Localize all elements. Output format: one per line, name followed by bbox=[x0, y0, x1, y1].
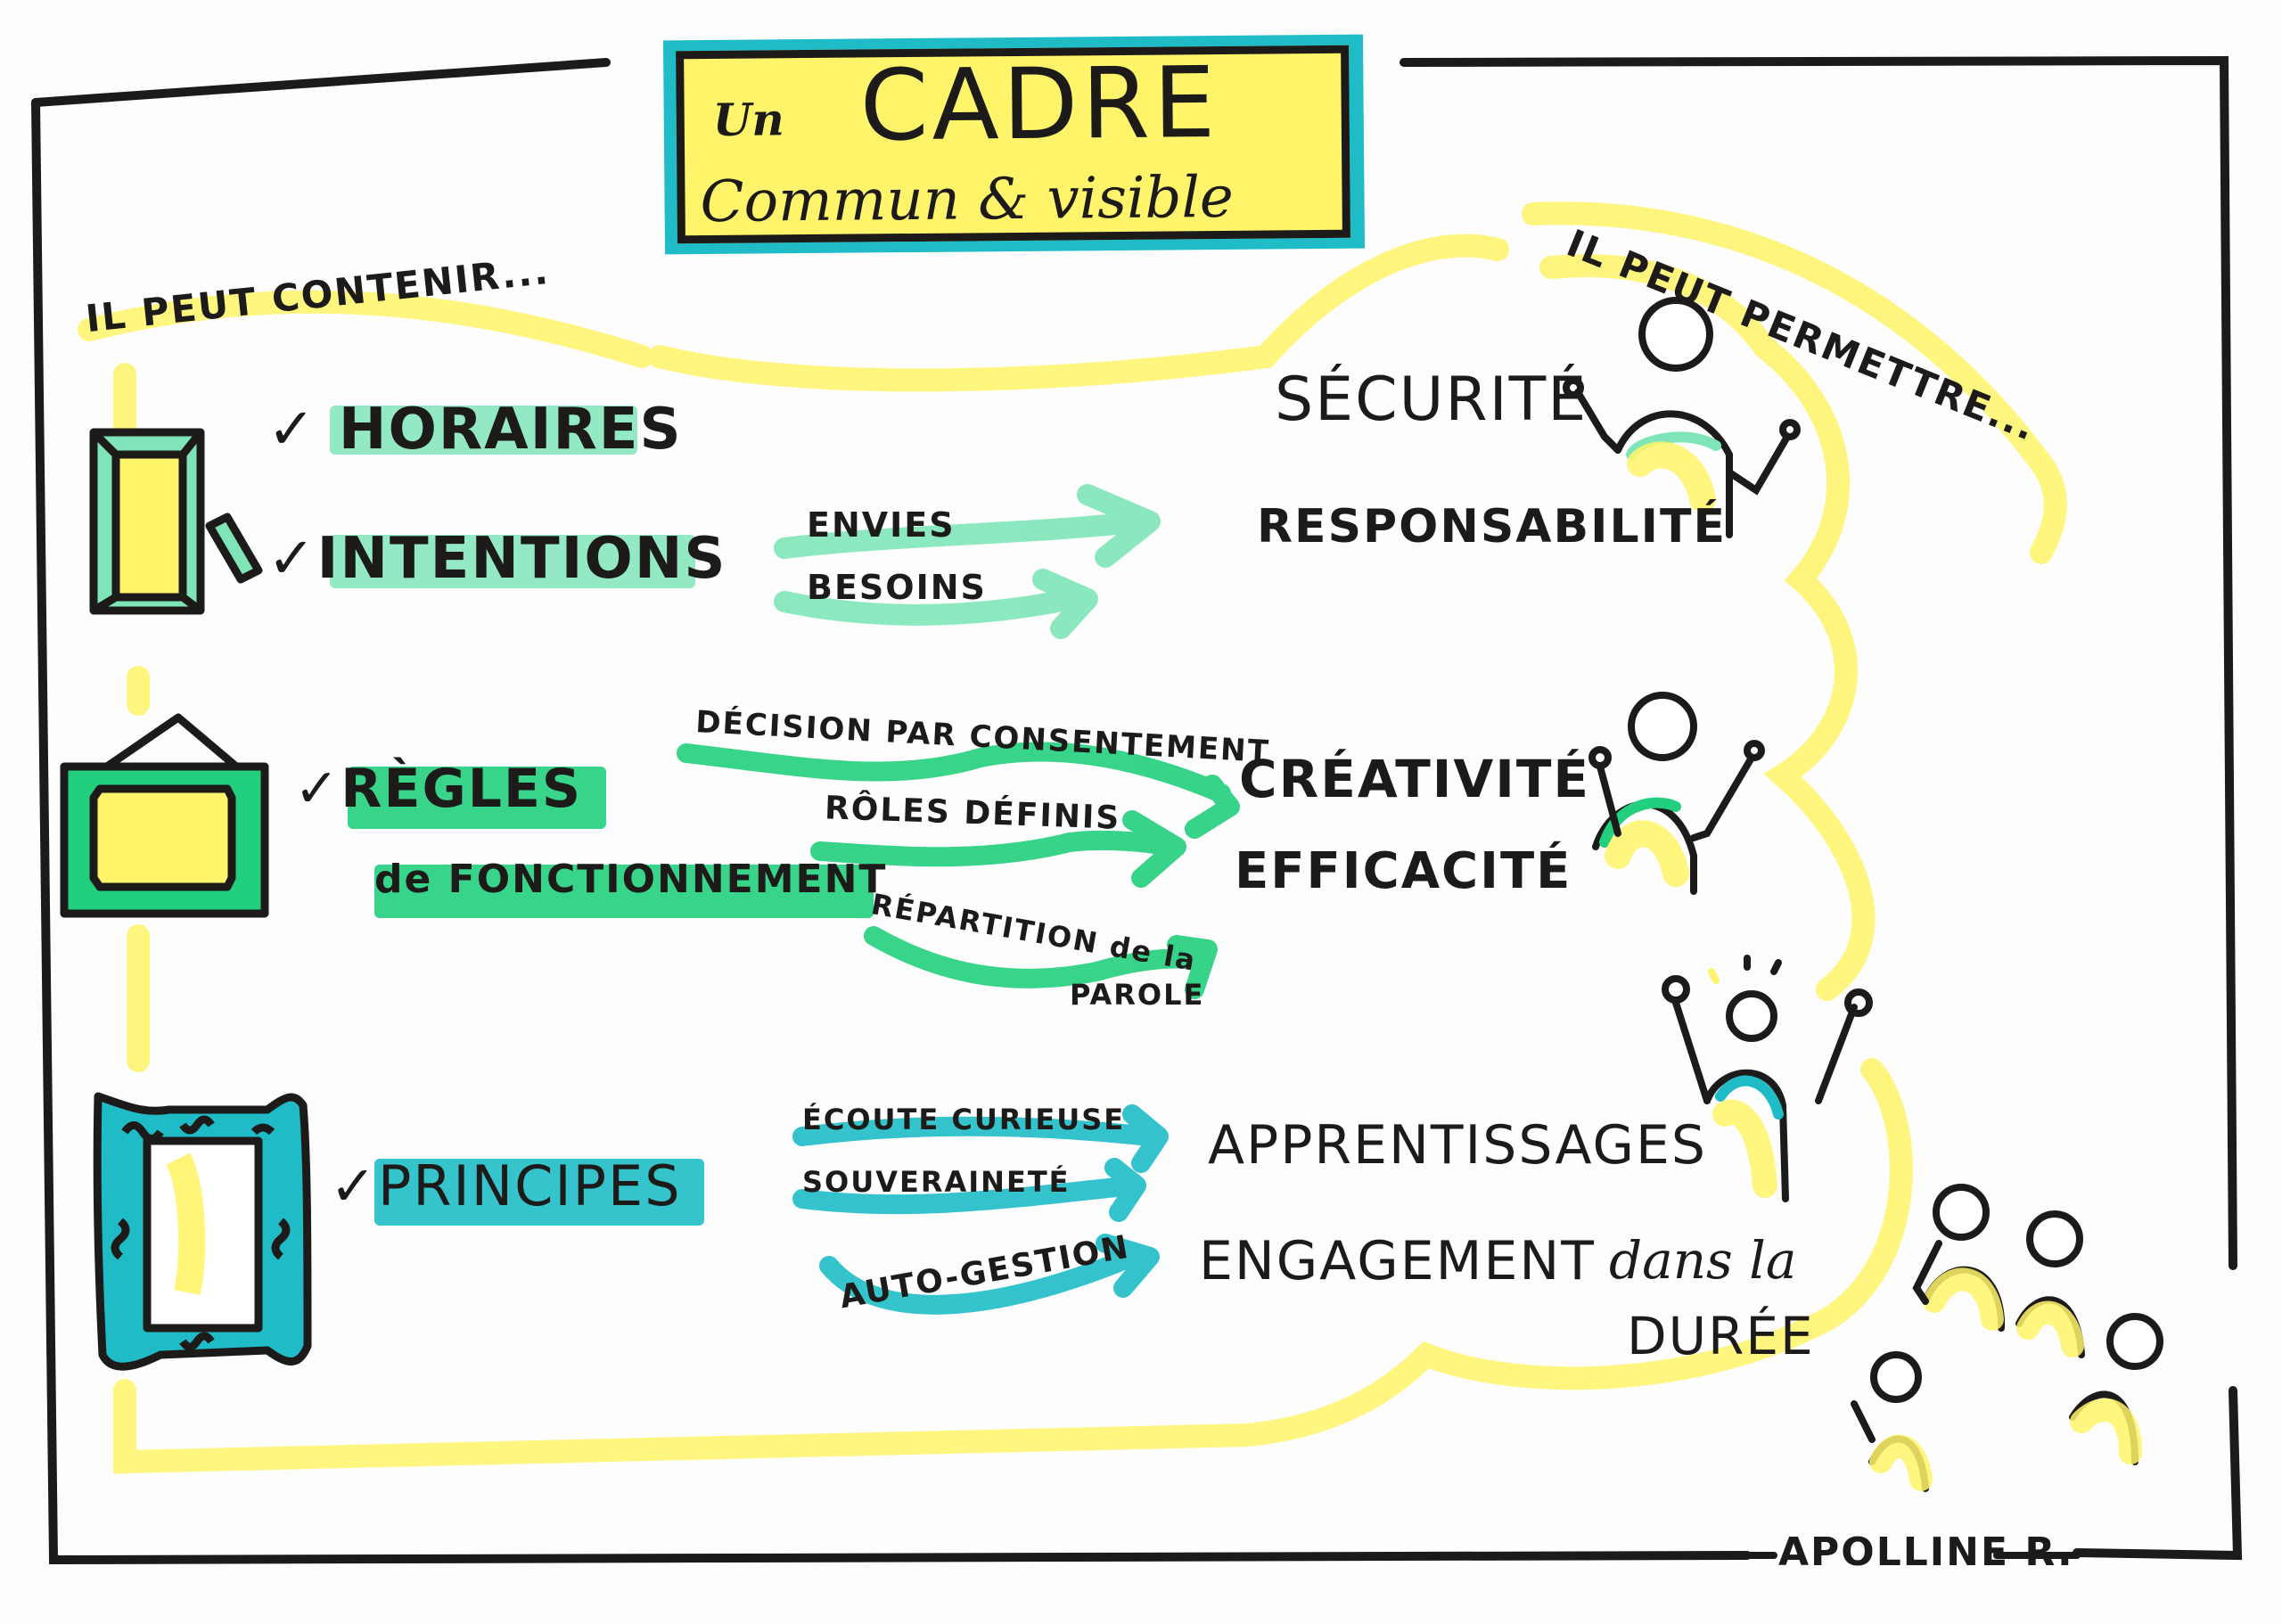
outcome-apprentissages: APPRENTISSAGES bbox=[1208, 1114, 1708, 1177]
detail-ecoute: ÉCOUTE CURIEUSE bbox=[802, 1103, 1126, 1136]
hanging-frame-icon bbox=[60, 713, 269, 918]
title-prefix: Un bbox=[712, 93, 784, 146]
detail-parole: PAROLE bbox=[1070, 978, 1205, 1012]
highlight-regles bbox=[348, 767, 606, 829]
detail-envies: ENVIES bbox=[807, 505, 956, 545]
detail-besoins: BESOINS bbox=[807, 568, 987, 607]
outcome-duree: DURÉE bbox=[1627, 1306, 1815, 1366]
ornate-frame-icon bbox=[93, 1092, 312, 1371]
item-regles: ✓RÈGLES bbox=[294, 758, 583, 820]
outcome-creativite: CRÉATIVITÉ bbox=[1239, 749, 1591, 809]
outcome-efficacite: EFFICACITÉ bbox=[1235, 842, 1572, 900]
outcome-dans-la: dans la bbox=[1609, 1230, 1797, 1291]
page-subtitle: Commun & visible bbox=[700, 164, 1235, 236]
outcome-engagement: ENGAGEMENT bbox=[1199, 1230, 1596, 1292]
arrows-section-1 bbox=[774, 484, 1161, 639]
highlight-intentions bbox=[330, 535, 695, 588]
signature: APOLLINE R. bbox=[1778, 1530, 2074, 1575]
highlight-fonctionnement bbox=[374, 865, 874, 918]
item-fonctionnement: de FONCTIONNEMENT bbox=[374, 857, 888, 902]
highlight-horaires bbox=[330, 406, 637, 455]
item-intentions: ✓INTENTIONS bbox=[267, 526, 727, 592]
outcome-responsabilite: RESPONSABILITÉ bbox=[1257, 500, 1728, 554]
page-title: CADRE bbox=[859, 45, 1219, 163]
arrows-section-2 bbox=[677, 742, 1240, 999]
figure-learning-icon bbox=[1662, 955, 1873, 1202]
yellow-cloud-outline bbox=[78, 201, 2067, 1474]
item-horaires: ✓ HORAIRES bbox=[267, 397, 683, 463]
detail-souverainete: SOUVERAINETÉ bbox=[802, 1165, 1071, 1199]
arrows-section-3 bbox=[792, 1104, 1169, 1315]
title-box: Un CADRE Commun & visible bbox=[662, 34, 1366, 255]
audience-group-icon bbox=[1851, 1184, 2163, 1492]
figure-creativity-icon bbox=[1588, 692, 1765, 895]
simple-frame-icon bbox=[89, 428, 263, 615]
item-principes: ✓PRINCIPES bbox=[330, 1153, 682, 1218]
figure-security-icon bbox=[1563, 297, 1801, 538]
outer-frame-border bbox=[31, 55, 2243, 1565]
outcome-securite: SÉCURITÉ bbox=[1275, 365, 1588, 435]
highlight-principes bbox=[374, 1159, 704, 1226]
